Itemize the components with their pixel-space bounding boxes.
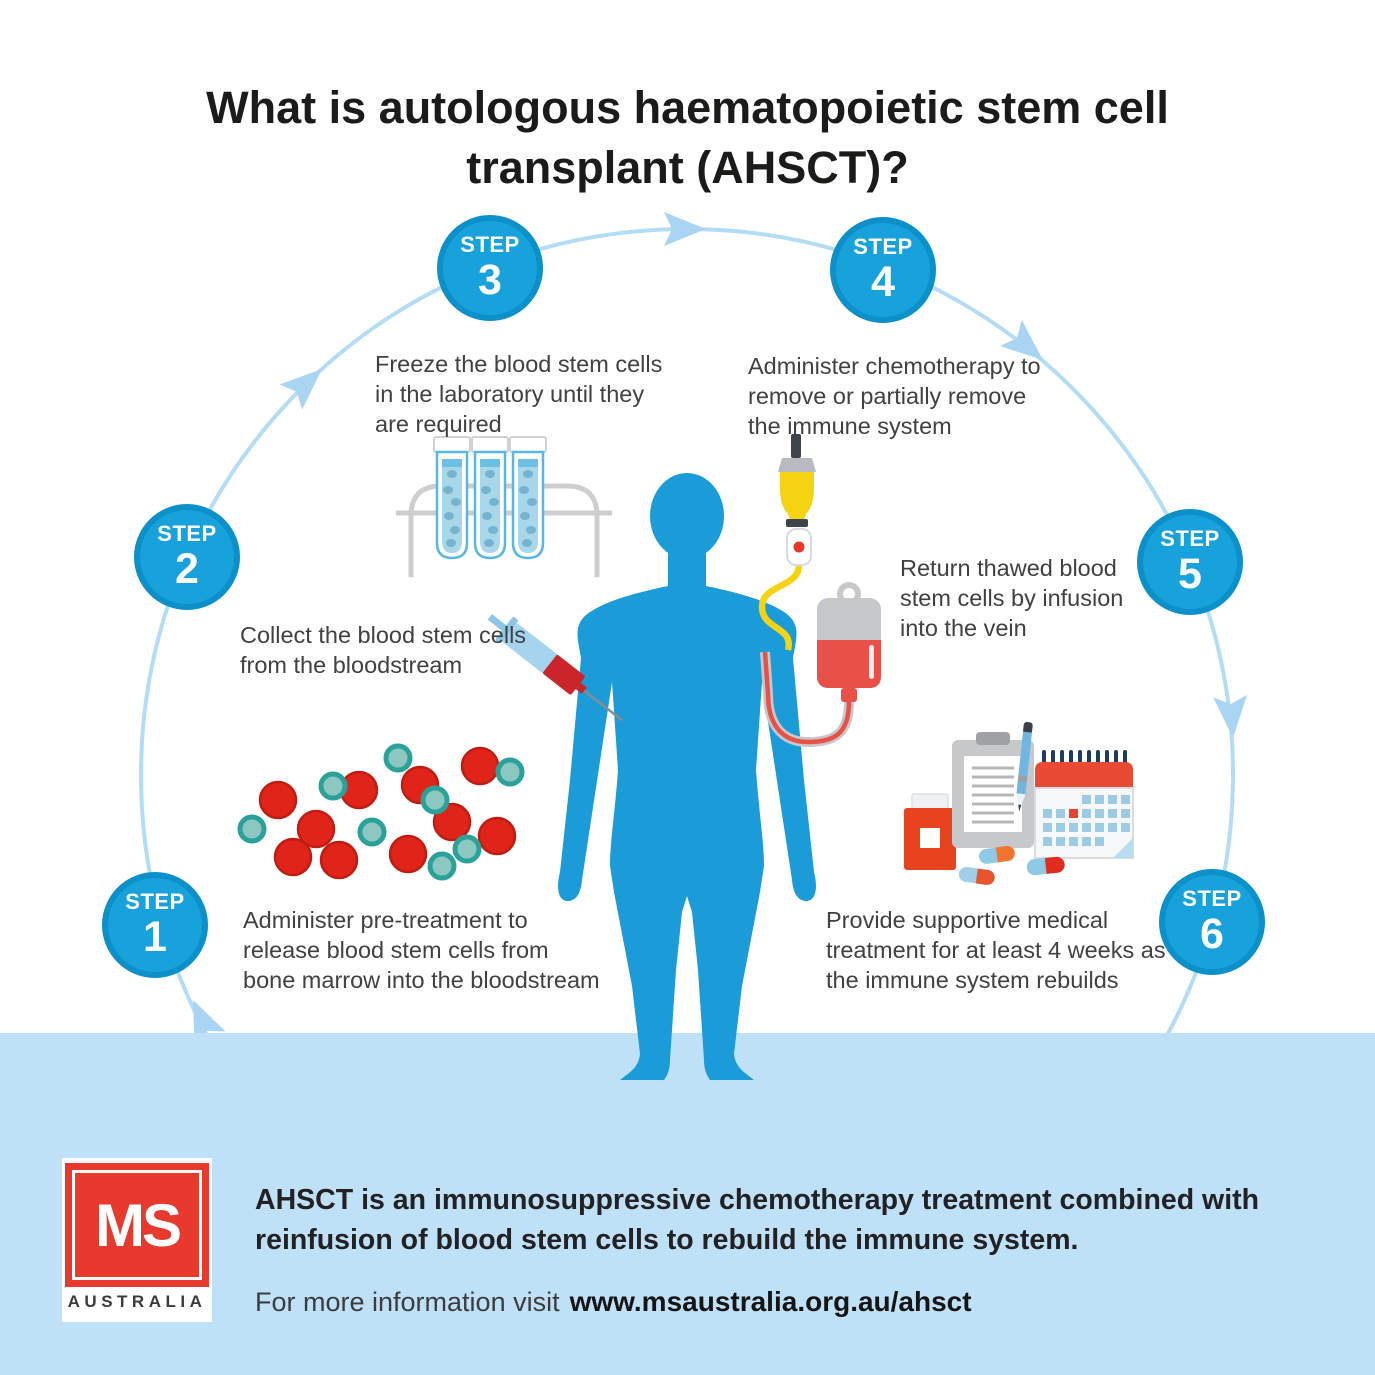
step-2-badge: STEP 2 [134,504,240,610]
test-tubes-icon [396,436,612,577]
step-1-badge: STEP 1 [102,872,208,978]
cycle-diagram [139,212,1248,1033]
more-info-prefix: For more information visit [255,1287,560,1317]
footer-more-info: For more information visit www.msaustrali… [255,1286,972,1318]
cycle-arrow-upper-left [279,369,322,410]
human-body-icon [558,473,816,1080]
step-4-badge: STEP 4 [830,217,936,323]
cycle-arrow-upper-right [999,319,1043,360]
ms-logo-country: AUSTRALIA [67,1292,207,1311]
cycle-arrow-bottom-left [193,1000,226,1033]
step-4-description: Administer chemotherapy to remove or par… [748,353,1041,439]
step-2-number: 2 [175,545,199,593]
step-1-description: Administer pre-treatment to release bloo… [243,907,600,993]
medical-supplies-icon [904,722,1134,885]
ms-logo-text: MS [95,1191,182,1259]
ms-logo-inner-border [72,1170,202,1280]
step-6-label: STEP [1182,886,1242,911]
ms-logo-square: MS [65,1163,209,1287]
step-5-label: STEP [1160,526,1220,551]
ms-australia-logo: MS AUSTRALIA [62,1158,212,1322]
cycle-arc [139,212,1248,1033]
step-6-number: 6 [1200,910,1224,958]
clipboard-icon [952,722,1034,848]
step-2-label: STEP [157,521,217,546]
step-3-label: STEP [460,232,520,257]
footer-band [0,1033,1375,1375]
step-1-label: STEP [125,889,185,914]
capsules-icon [958,845,1065,885]
step-1-number: 1 [143,913,167,961]
cycle-arrow-right [1213,694,1248,738]
blood-bag-icon [760,582,881,748]
footer-summary: AHSCT is an immunosuppressive chemothera… [255,1184,1260,1257]
step-5-badge: STEP 5 [1137,509,1243,615]
calendar-icon [1034,750,1134,859]
step-3-badge: STEP 3 [437,215,543,321]
step-6-badge: STEP 6 [1159,869,1265,975]
step-6-description: Provide supportive medical treatment for… [826,907,1166,993]
cycle-arrow-top [664,212,706,246]
step-4-label: STEP [853,234,913,259]
step-3-number: 3 [478,256,502,304]
more-info-url[interactable]: www.msaustralia.org.au/ahsct [569,1286,972,1317]
step-3-description: Freeze the blood stem cells in the labor… [375,351,663,437]
pill-bottle-icon [904,793,956,870]
step-4-number: 4 [871,258,895,306]
pen-icon [1016,722,1033,812]
blood-cells-icon [237,743,525,881]
step-5-number: 5 [1178,550,1202,598]
step-5-description: Return thawed blood stem cells by infusi… [900,555,1124,641]
iv-chemo-drip-icon [758,434,816,651]
page-title: What is autologous haematopoietic stem c… [206,82,1169,193]
syringe-icon [487,614,623,722]
step-2-description: Collect the blood stem cells from the bl… [240,622,527,678]
